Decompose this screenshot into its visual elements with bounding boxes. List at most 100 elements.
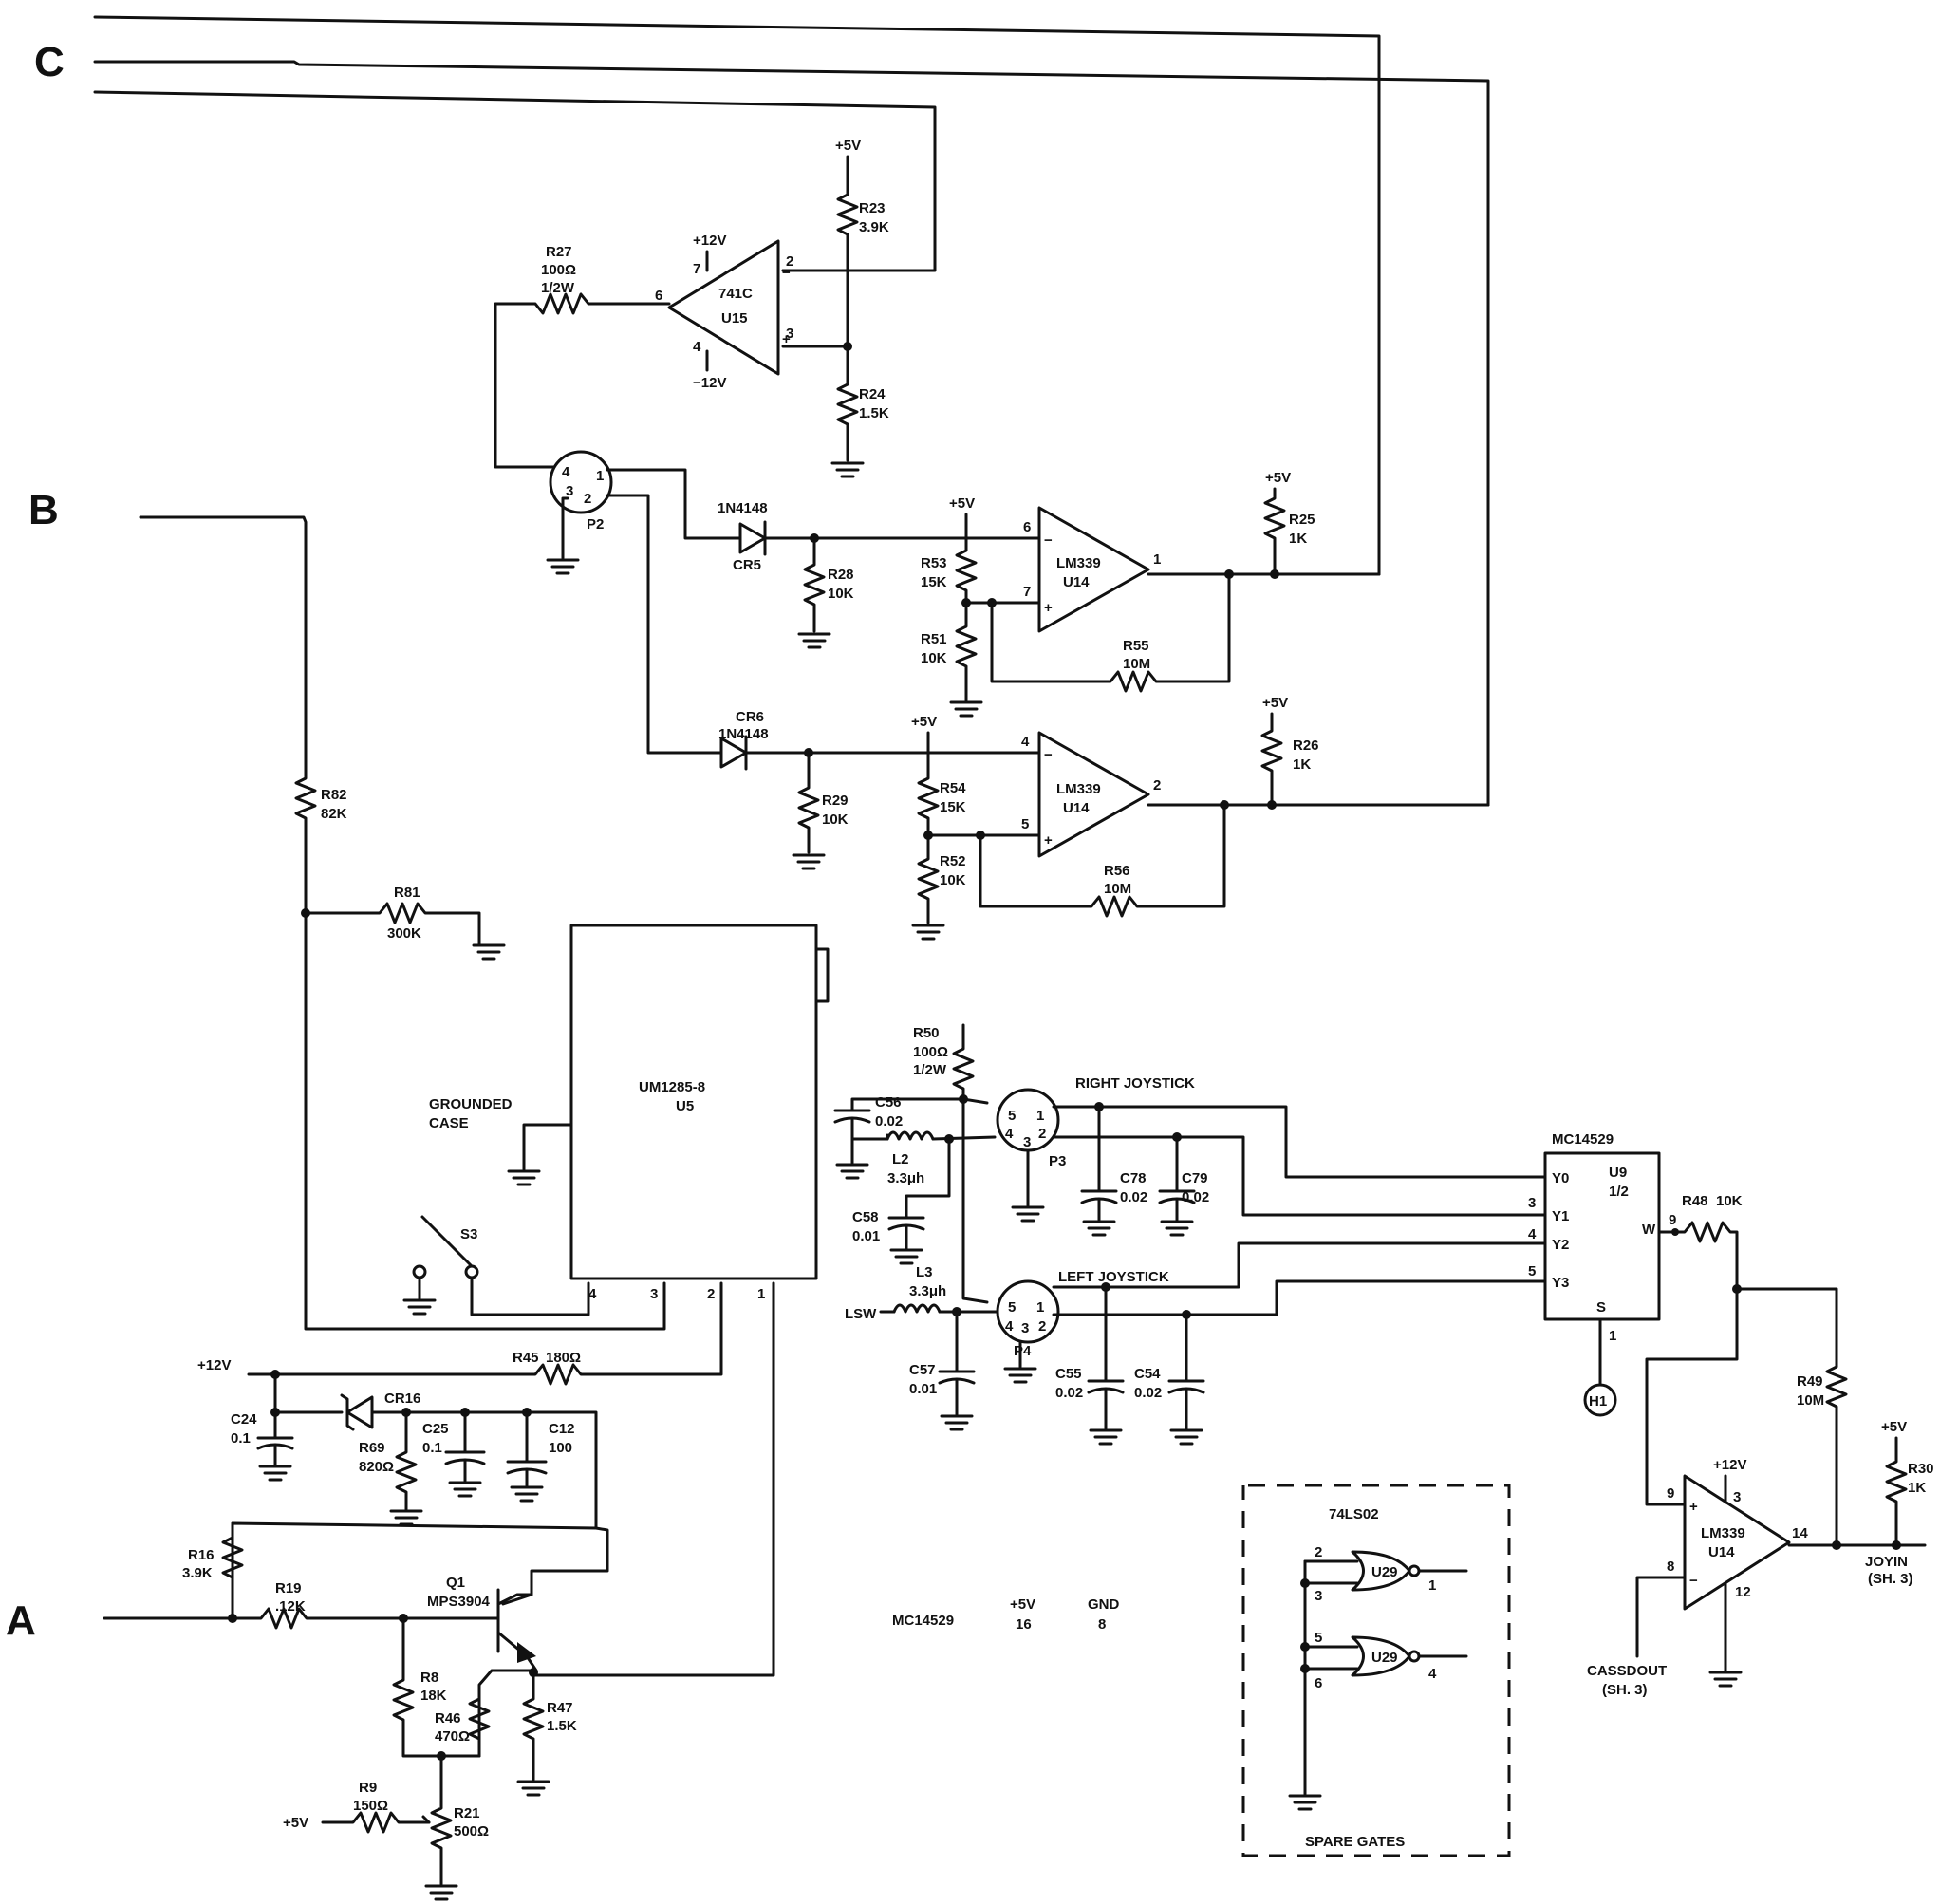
r69-ref: R69 <box>359 1440 385 1456</box>
modulator-pin2: 2 <box>707 1286 715 1302</box>
power-table-vcc-pin: 16 <box>1016 1616 1032 1633</box>
r55-ref: R55 <box>1123 638 1149 654</box>
r29-ref: R29 <box>822 793 849 809</box>
comp1-pin6: 6 <box>1023 519 1031 535</box>
r45-value: 180Ω <box>546 1350 581 1366</box>
gate2-pin6: 6 <box>1315 1675 1322 1691</box>
gate2-ref: U29 <box>1371 1650 1398 1666</box>
r19-ref: R19 <box>275 1580 302 1596</box>
vcc-12v-label: +12V <box>197 1357 231 1373</box>
mux-mc14529: MC14529 U9 1/2 Y0 Y1 Y2 Y3 3 4 5 W 9 S 1… <box>1528 1131 1848 1547</box>
r25-value: 1K <box>1289 531 1307 547</box>
comp3-pin8: 8 <box>1667 1559 1674 1575</box>
c12-ref: C12 <box>549 1421 575 1437</box>
r69-value: 820Ω <box>359 1459 394 1475</box>
r16-value: 3.9K <box>182 1565 213 1581</box>
connector-label-a: A <box>6 1597 36 1644</box>
c12-value: 100 <box>549 1440 572 1456</box>
power-pin-table: MC14529 +5V 16 GND 8 <box>892 1596 1120 1633</box>
right-joystick-label: RIGHT JOYSTICK <box>1075 1075 1195 1092</box>
bus-wires <box>93 15 1490 807</box>
mux-pin1: 1 <box>1609 1328 1616 1344</box>
vcc-5v-r53: +5V <box>949 495 975 512</box>
opamp-741c-part: 741C <box>718 286 753 302</box>
p3-pin3: 3 <box>1023 1134 1031 1150</box>
grounded-case-line1: GROUNDED <box>429 1096 513 1112</box>
gate1-pin3: 3 <box>1315 1588 1322 1604</box>
mux-y2: Y2 <box>1552 1237 1569 1253</box>
comp3-part: LM339 <box>1701 1525 1745 1541</box>
mux-y0: Y0 <box>1552 1170 1569 1186</box>
comp1-ref: U14 <box>1063 574 1090 590</box>
r50-ref: R50 <box>913 1025 940 1041</box>
r8-ref: R8 <box>420 1670 438 1686</box>
modulator-pin1: 1 <box>757 1286 765 1302</box>
r21-value: 500Ω <box>454 1823 489 1839</box>
r9-ref: R9 <box>359 1780 377 1796</box>
comp1-pin1: 1 <box>1153 551 1161 568</box>
c24-ref: C24 <box>231 1411 257 1428</box>
p4-pin4: 4 <box>1005 1318 1014 1335</box>
vcc-5v-r54: +5V <box>911 714 937 730</box>
opamp-741c-plus: + <box>782 331 791 347</box>
p3-pin1: 1 <box>1036 1108 1044 1124</box>
power-table-part: MC14529 <box>892 1613 954 1629</box>
r23-ref: R23 <box>859 200 886 216</box>
r82-ref: R82 <box>321 787 347 803</box>
r23-r24-divider: +5V R23 3.9K R24 1.5K <box>781 138 889 478</box>
r82-value: 82K <box>321 806 347 822</box>
comp1-minus: − <box>1044 532 1053 549</box>
r49-value: 10M <box>1797 1392 1824 1409</box>
comp3-supply: +12V <box>1713 1457 1746 1473</box>
spare-gates-box: 74LS02 SPARE GATES U29 2 3 1 U29 5 6 4 <box>1241 1484 1511 1857</box>
c78-value: 0.02 <box>1120 1189 1147 1205</box>
r23-value: 3.9K <box>859 219 889 235</box>
modulator-pin3: 3 <box>650 1286 658 1302</box>
power-table-gnd-pin: 8 <box>1098 1616 1106 1633</box>
opamp-741c: 741C U15 − + +12V −12V 7 2 6 3 4 <box>655 233 793 391</box>
comp3-pin14: 14 <box>1792 1525 1808 1541</box>
r27-output: R27 100Ω 1/2W <box>494 244 671 469</box>
r24-ref: R24 <box>859 386 886 402</box>
c56-value: 0.02 <box>875 1113 903 1129</box>
mux-half: 1/2 <box>1609 1184 1629 1200</box>
spare-title: SPARE GATES <box>1305 1834 1405 1850</box>
r53-ref: R53 <box>921 555 947 571</box>
comp2-plus: + <box>1044 832 1053 849</box>
l3-ref: L3 <box>916 1264 933 1280</box>
mux-pin3: 3 <box>1528 1195 1536 1211</box>
c57-value: 0.01 <box>909 1381 937 1397</box>
r27-value: 100Ω <box>541 262 576 278</box>
r50-value: 100Ω <box>913 1044 948 1060</box>
connector-p2: 4 1 3 2 P2 <box>546 450 742 755</box>
c58-ref: C58 <box>852 1209 879 1225</box>
mux-y3: Y3 <box>1552 1275 1569 1291</box>
joyin-sheet: (SH. 3) <box>1868 1571 1913 1587</box>
joyin-label: JOYIN <box>1865 1554 1908 1570</box>
transistor-stage-q1: R16 3.9K R19 .12K Q1 MPS3904 R8 18K R46 … <box>103 1521 609 1901</box>
opamp-741c-pin2: 2 <box>786 253 793 270</box>
r29-value: 10K <box>822 812 849 828</box>
opamp-741c-supply-neg: −12V <box>693 375 726 391</box>
c54-value: 0.02 <box>1134 1385 1162 1401</box>
comp3-pin3: 3 <box>1733 1489 1741 1505</box>
r9-value: 150Ω <box>353 1798 388 1814</box>
cr5-part: 1N4148 <box>718 500 768 516</box>
r51-value: 10K <box>921 650 947 666</box>
comp1-plus: + <box>1044 600 1053 616</box>
r28-value: 10K <box>828 586 854 602</box>
spare-part: 74LS02 <box>1329 1506 1379 1522</box>
p4-ref: P4 <box>1014 1343 1032 1359</box>
r52-value: 10K <box>940 872 966 888</box>
comp3-minus: − <box>1689 1573 1698 1589</box>
r30-value: 1K <box>1908 1480 1926 1496</box>
modulator-pin4: 4 <box>588 1286 597 1302</box>
r49-ref: R49 <box>1797 1373 1823 1390</box>
cr6-part: 1N4148 <box>718 726 769 742</box>
comp2-ref: U14 <box>1063 800 1090 816</box>
b-line-network: R82 82K R81 300K <box>139 515 666 1331</box>
opamp-741c-pin6: 6 <box>655 288 662 304</box>
comp1-part: LM339 <box>1056 555 1101 571</box>
comparator-1: 1N4148 CR5 R28 10K +5V R53 15K R51 10K R… <box>718 470 1381 718</box>
comparator-2: CR6 1N4148 R29 10K +5V R54 15K R52 10K R… <box>718 695 1490 941</box>
